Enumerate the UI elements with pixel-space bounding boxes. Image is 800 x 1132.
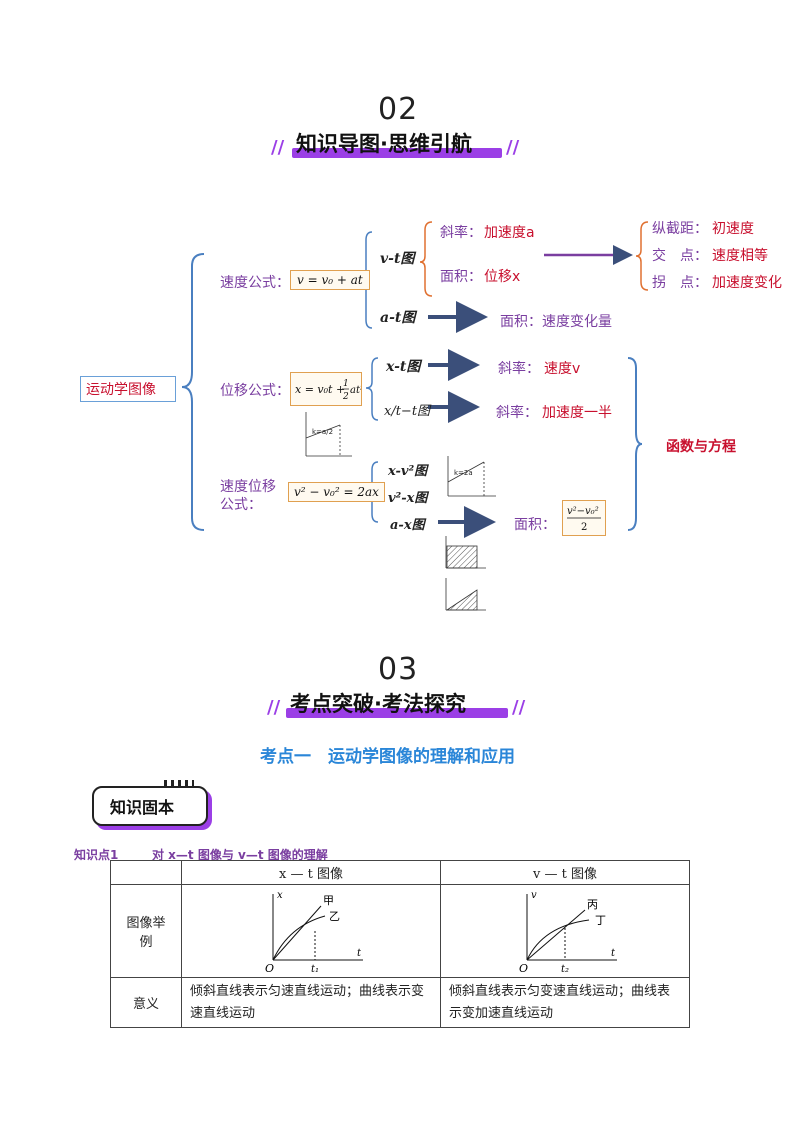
section-number: 02 [378, 92, 419, 127]
mindmap-lines [181, 221, 649, 611]
badge-label: 知识固本 [110, 798, 175, 817]
table-col2-header: v — t 图像 [440, 860, 690, 885]
section-title: 知识导图·思维引航 [296, 132, 472, 156]
svg-text:v²−v₀²: v²−v₀² [567, 506, 599, 517]
kaodian-title: 考点一 运动学图像的理解和应用 [260, 747, 515, 767]
vt-origin: O [519, 962, 528, 972]
vt-label: v-t图 [380, 251, 415, 267]
xt-t1: t₁ [311, 964, 319, 972]
at-label: a-t图 [380, 310, 416, 326]
xt-series-b: 乙 [329, 910, 340, 923]
title3-underline [286, 708, 508, 718]
speed-formula: v = v₀ + at [290, 270, 370, 290]
slope-value: 加速度a [484, 225, 535, 241]
svg-text:2: 2 [581, 522, 587, 533]
vt-series-a: 丙 [587, 898, 598, 911]
disp-bracket [365, 357, 379, 421]
cross-label: 交 点： [652, 248, 708, 264]
xtt-result-label: 斜率： [496, 405, 538, 421]
area-value: 位移x [484, 269, 521, 285]
table-xt-graph-cell: O x t t₁ 甲 乙 [181, 884, 441, 978]
small-graph-xv2 [447, 456, 496, 497]
disp-formula-label: 位移公式： [220, 383, 290, 399]
k-label-2: k=2a [454, 469, 473, 477]
ax-result-svg: v²−v₀² 2 [567, 506, 601, 533]
func-eq-label: 函数与方程 [666, 439, 736, 455]
table-row2-header: 意义 [110, 977, 182, 1028]
vt-bracket [419, 221, 433, 297]
disp-formula-svg: x = v₀t + 1 2 at² [295, 379, 364, 402]
sv-formula: v² − v₀² = 2ax [288, 482, 385, 502]
vt-series-b: 丁 [595, 914, 606, 927]
v2x-label: v²-x图 [388, 491, 428, 506]
badge-rings [164, 780, 194, 788]
title3-deco-left: // [267, 697, 281, 718]
badge [92, 786, 208, 826]
speed-formula-label: 速度公式： [220, 275, 290, 291]
table-vt-graph-cell: O v t t₂ 丙 丁 [440, 884, 690, 978]
svg-text:at²: at² [350, 385, 361, 396]
cross-value: 速度相等 [712, 248, 768, 264]
small-graph-area2 [445, 578, 486, 611]
xt-result-label: 斜率： [498, 361, 540, 377]
ax-label: a-x图 [390, 518, 425, 533]
small-graph-xtt [305, 412, 352, 457]
intercept-label: 纵截距： [652, 221, 708, 237]
vt-yaxis: v [531, 890, 537, 901]
root-label: 运动学图像 [86, 382, 156, 398]
xtt-label: x/t−t图 [384, 404, 431, 419]
svg-text:x = v₀t +: x = v₀t + [295, 383, 345, 396]
ax-result-label: 面积： [514, 517, 556, 533]
func-bracket [627, 357, 643, 531]
intercept-value: 初速度 [712, 221, 754, 237]
kp-label: 知识点1 [74, 848, 119, 862]
xt-result-value: 速度v [544, 361, 581, 377]
xv2-label: x-v²图 [388, 464, 428, 479]
title-underline [292, 148, 502, 158]
xt-graph: O x t t₁ 甲 乙 [265, 890, 363, 975]
turn-value: 加速度变化 [712, 275, 782, 291]
title-deco-left: // [271, 137, 285, 158]
ax-result-formula: v²−v₀² 2 [562, 500, 606, 536]
xt-series-a: 甲 [323, 894, 334, 907]
sv-formula-label: 速度位移公式： [220, 479, 276, 513]
table-row2-c2: 倾斜直线表示匀变速直线运动；曲线表示变加速直线运动 [440, 977, 690, 1028]
vt-xaxis: t [611, 948, 616, 959]
xtt-result-value: 加速度一半 [542, 405, 612, 421]
slope-label: 斜率： [440, 225, 482, 241]
area-label: 面积： [440, 269, 482, 285]
right-bracket [635, 221, 649, 291]
svg-text:2: 2 [342, 392, 349, 402]
xt-yaxis: x [277, 890, 283, 901]
disp-formula: x = v₀t + 1 2 at² [290, 372, 364, 406]
turn-label: 拐 点： [652, 275, 708, 291]
kp-text: 对 x—t 图像与 v—t 图像的理解 [152, 848, 328, 862]
section3-number: 03 [378, 652, 419, 687]
xt-label: x-t图 [386, 359, 421, 375]
svg-text:1: 1 [343, 379, 349, 389]
title3-deco-right: // [512, 697, 526, 718]
section3-title: 考点突破·考法探究 [290, 692, 466, 716]
kp-table: x — t 图像 v — t 图像 图像举例 O x t t₁ 甲 乙 [110, 860, 690, 1028]
title-deco-right: // [506, 137, 520, 158]
root-node [80, 376, 176, 402]
xt-xaxis: t [357, 948, 362, 959]
main-bracket [181, 253, 205, 531]
vt-t2: t₂ [561, 964, 569, 972]
table-col1-header: x — t 图像 [181, 860, 441, 885]
small-graph-area1 [445, 536, 486, 569]
table-row1-header: 图像举例 [110, 884, 182, 978]
at-result: 面积：速度变化量 [500, 314, 612, 330]
table-corner [110, 860, 182, 885]
vt-graph: O v t t₂ 丙 丁 [519, 890, 617, 975]
xt-origin: O [265, 962, 274, 972]
table-row2-c1: 倾斜直线表示匀速直线运动；曲线表示变速直线运动 [181, 977, 441, 1028]
k-label-1: k=a/2 [312, 428, 334, 436]
